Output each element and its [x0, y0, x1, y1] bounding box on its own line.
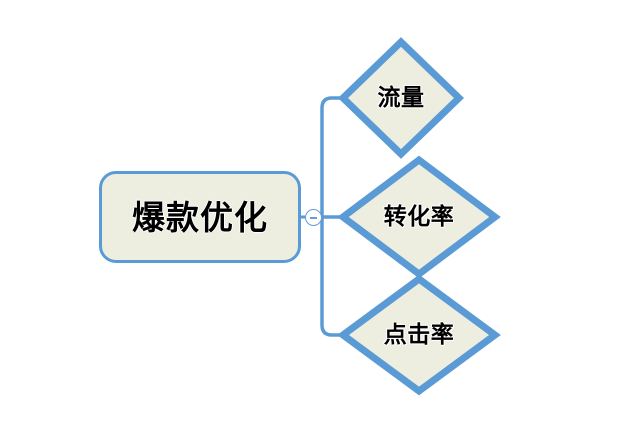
diamond-shape — [337, 37, 465, 159]
diamond-shape — [337, 274, 501, 396]
root-node-label: 爆款优化 — [132, 197, 268, 237]
collapse-toggle-button[interactable] — [305, 209, 322, 226]
branch-node-traffic[interactable]: 流量 — [337, 37, 465, 159]
branch-node-label: 点击率 — [383, 321, 455, 348]
branch-node-label: 转化率 — [383, 203, 455, 230]
branch-node-click-rate[interactable]: 点击率 — [337, 274, 501, 396]
branch-node-conversion-rate[interactable]: 转化率 — [337, 155, 501, 279]
root-node[interactable]: 爆款优化 — [99, 171, 301, 263]
minus-icon — [310, 216, 317, 219]
branch-node-label: 流量 — [377, 84, 425, 111]
diamond-shape — [337, 155, 501, 279]
